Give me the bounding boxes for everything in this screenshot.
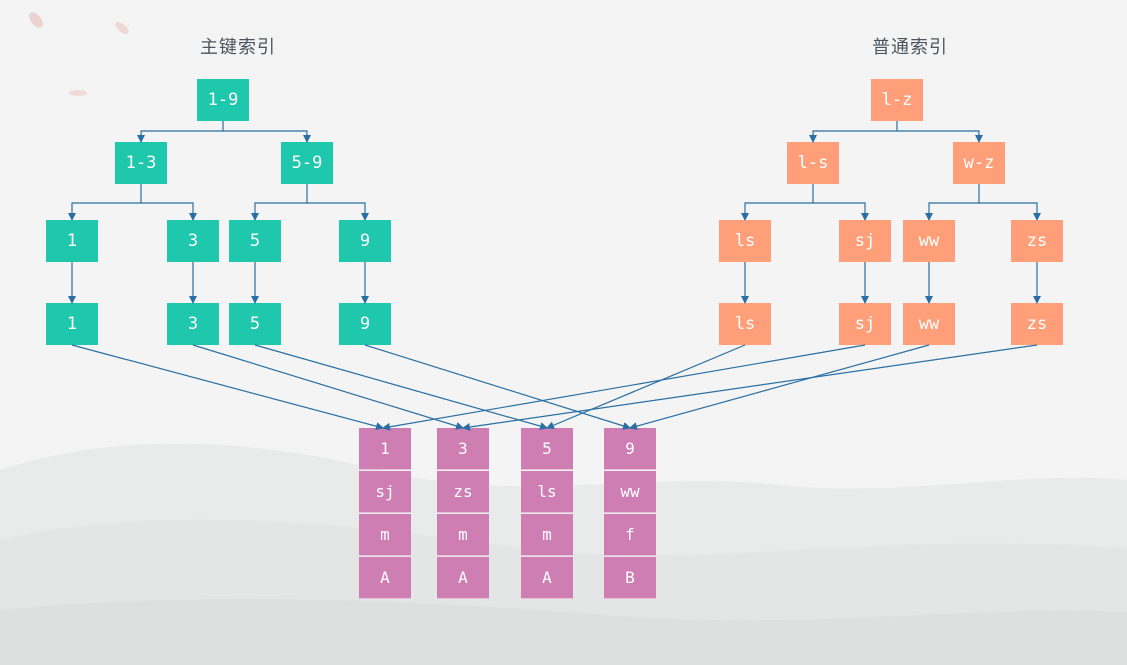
row-cell: 3 bbox=[437, 428, 489, 470]
secondary-root-node: l-z bbox=[871, 79, 923, 121]
secondary-leaf-node: zs bbox=[1011, 303, 1063, 345]
row-cell: A bbox=[521, 557, 573, 599]
row-cell: 9 bbox=[604, 428, 656, 470]
secondary-level3-node: zs bbox=[1011, 220, 1063, 262]
secondary-level3-node: ls bbox=[719, 220, 771, 262]
primary-level3-node: 5 bbox=[229, 220, 281, 262]
primary-level3-node: 1 bbox=[46, 220, 98, 262]
secondary-index-title: 普通索引 bbox=[872, 37, 948, 58]
row-cell: A bbox=[437, 557, 489, 599]
row-cell: A bbox=[359, 557, 411, 599]
primary-leaf-node: 1 bbox=[46, 303, 98, 345]
primary-index-title: 主键索引 bbox=[200, 37, 276, 58]
row-cell: 5 bbox=[521, 428, 573, 470]
row-cell: ww bbox=[604, 471, 656, 513]
row-cell: m bbox=[521, 514, 573, 556]
row-cell: sj bbox=[359, 471, 411, 513]
secondary-level3-node: sj bbox=[839, 220, 891, 262]
primary-root-node: 1-9 bbox=[197, 79, 249, 121]
primary-leaf-node: 3 bbox=[167, 303, 219, 345]
primary-leaf-node: 5 bbox=[229, 303, 281, 345]
row-cell: m bbox=[437, 514, 489, 556]
primary-level2-node: 1-3 bbox=[115, 142, 167, 184]
row-cell: 1 bbox=[359, 428, 411, 470]
secondary-leaf-node: ls bbox=[719, 303, 771, 345]
secondary-level2-node: l-s bbox=[787, 142, 839, 184]
primary-level3-node: 9 bbox=[339, 220, 391, 262]
primary-level3-node: 3 bbox=[167, 220, 219, 262]
secondary-leaf-node: sj bbox=[839, 303, 891, 345]
row-cell: ls bbox=[521, 471, 573, 513]
primary-level2-node: 5-9 bbox=[281, 142, 333, 184]
row-cell: m bbox=[359, 514, 411, 556]
secondary-leaf-node: ww bbox=[903, 303, 955, 345]
row-cell: B bbox=[604, 557, 656, 599]
secondary-level2-node: w-z bbox=[953, 142, 1005, 184]
primary-leaf-node: 9 bbox=[339, 303, 391, 345]
secondary-level3-node: ww bbox=[903, 220, 955, 262]
row-cell: zs bbox=[437, 471, 489, 513]
row-cell: f bbox=[604, 514, 656, 556]
